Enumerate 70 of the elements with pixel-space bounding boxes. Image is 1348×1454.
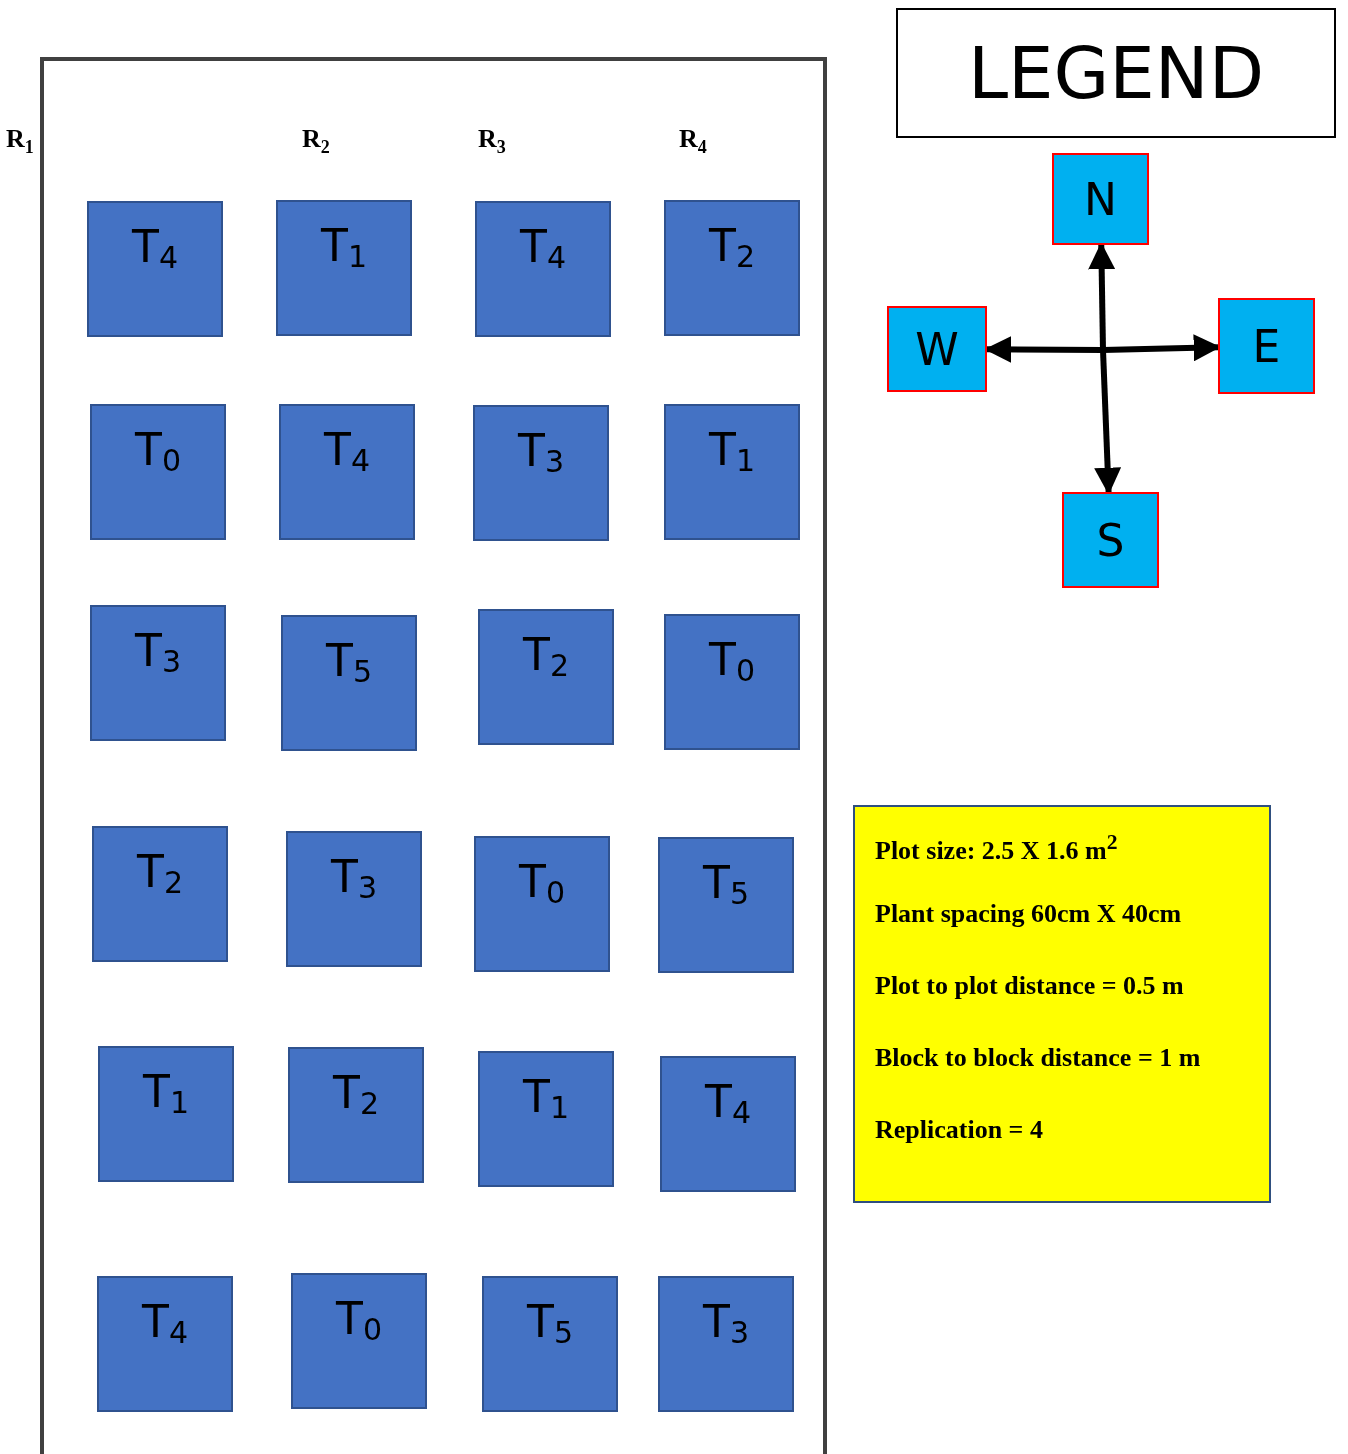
plot-label: T$_{1}$	[522, 1071, 570, 1125]
plot-box	[90, 605, 226, 741]
note-line: Plant spacing 60cm X 40cm	[875, 898, 1182, 930]
plot-box	[664, 200, 800, 336]
direction-box	[1218, 298, 1315, 394]
plot-label: T$_{1}$	[142, 1066, 190, 1120]
plot-box	[473, 405, 609, 541]
plot-box	[658, 837, 794, 973]
plot-label: T$_{3}$	[330, 851, 378, 905]
plot-box	[276, 200, 412, 336]
plot-label: T$_{5}$	[526, 1296, 574, 1350]
replication-label: R$_{2}$	[302, 124, 330, 159]
plot-label: T$_{4}$	[141, 1296, 189, 1350]
note-box	[853, 805, 1271, 1203]
plot-label: T$_{2}$	[136, 846, 184, 900]
plot-label: T$_{5}$	[702, 857, 750, 911]
note-line: Plot size: 2.5 X 1.6 m$^{2}$	[875, 829, 1118, 867]
direction-label: N	[1084, 173, 1117, 225]
replication-label: R$_{3}$	[478, 124, 506, 159]
plot-label: T$_{1}$	[708, 424, 756, 478]
plot-box	[478, 1051, 614, 1187]
plot-box	[482, 1276, 618, 1412]
plot-box	[475, 201, 611, 337]
direction-box	[1052, 153, 1149, 245]
plot-box	[288, 1047, 424, 1183]
legend-title-box	[896, 8, 1336, 138]
note-line: Plot to plot distance = 0.5 m	[875, 970, 1184, 1002]
field-border	[40, 57, 827, 1454]
plot-label: T$_{0}$	[708, 634, 756, 688]
plot-label: T$_{2}$	[522, 629, 570, 683]
plot-label: T$_{4}$	[704, 1076, 752, 1130]
plot-label: T$_{3}$	[517, 425, 565, 479]
note-line: Replication = 4	[875, 1114, 1043, 1146]
plot-box	[286, 831, 422, 967]
plot-label: T$_{4}$	[131, 221, 179, 275]
plot-label: T$_{0}$	[518, 856, 566, 910]
plot-box	[97, 1276, 233, 1412]
direction-arrow	[1094, 349, 1122, 495]
direction-label: S	[1096, 514, 1125, 566]
plot-box	[291, 1273, 427, 1409]
direction-label: E	[1252, 320, 1281, 372]
plot-label: T$_{2}$	[332, 1067, 380, 1121]
plot-label: T$_{2}$	[708, 220, 756, 274]
plot-label: T$_{3}$	[702, 1296, 750, 1350]
plot-label: T$_{0}$	[335, 1293, 383, 1347]
replication-label: R$_{4}$	[679, 124, 707, 159]
plot-box	[87, 201, 223, 337]
plot-box	[279, 404, 415, 540]
plot-label: T$_{3}$	[134, 625, 182, 679]
plot-box	[664, 614, 800, 750]
note-line: Block to block distance = 1 m	[875, 1042, 1201, 1074]
direction-box	[887, 306, 987, 392]
replication-label: R$_{1}$	[6, 124, 34, 159]
plot-label: T$_{0}$	[134, 424, 182, 478]
direction-box	[1062, 492, 1159, 588]
plot-box	[478, 609, 614, 745]
direction-label: W	[915, 323, 959, 375]
plot-box	[664, 404, 800, 540]
plot-box	[90, 404, 226, 540]
plot-box	[660, 1056, 796, 1192]
plot-box	[281, 615, 417, 751]
plot-box	[658, 1276, 794, 1412]
plot-box	[474, 836, 610, 972]
plot-box	[98, 1046, 234, 1182]
plot-label: T$_{5}$	[325, 635, 373, 689]
plot-label: T$_{4}$	[323, 424, 371, 478]
plot-box	[92, 826, 228, 962]
plot-label: T$_{1}$	[320, 220, 368, 274]
plot-label: T$_{4}$	[519, 221, 567, 275]
legend-heading: LEGEND	[967, 31, 1265, 115]
